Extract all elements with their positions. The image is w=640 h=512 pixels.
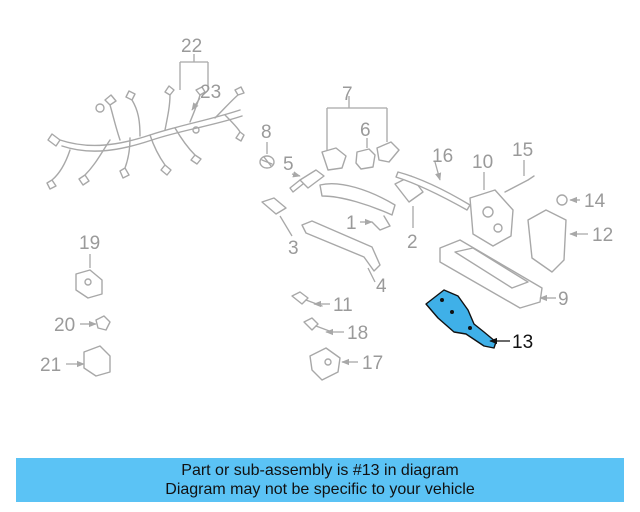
part-12-cover [527, 209, 588, 273]
part-3-gasket [261, 197, 293, 237]
leaders-22-23 [179, 54, 209, 111]
part-14-bolt [556, 194, 580, 206]
callout-15: 15 [512, 140, 533, 161]
parts-diagram: 22 23 8 7 6 5 16 10 15 14 12 1 2 3 4 9 1… [40, 36, 613, 381]
part-10-latch [469, 172, 514, 247]
callout-4: 4 [376, 276, 387, 297]
caption-banner: Part or sub-assembly is #13 in diagram D… [16, 458, 624, 502]
part-7-handle-set [321, 96, 400, 171]
part-16-rod [395, 161, 471, 211]
callout-8: 8 [261, 122, 272, 143]
part-15-rod [504, 160, 535, 193]
caption-line-2: Diagram may not be specific to your vehi… [165, 481, 475, 498]
callout-19: 19 [79, 233, 100, 254]
wiring-harness [46, 85, 245, 190]
callout-10: 10 [472, 152, 493, 173]
callout-17: 17 [362, 353, 383, 374]
callout-14: 14 [584, 191, 606, 212]
callout-16: 16 [432, 146, 453, 167]
callout-6: 6 [360, 120, 371, 141]
callout-3: 3 [288, 238, 299, 259]
callout-7: 7 [342, 84, 353, 105]
callout-12: 12 [592, 225, 613, 246]
callout-18: 18 [347, 323, 368, 344]
part-8-grommet [259, 142, 275, 169]
part-9-inside-handle [439, 239, 556, 309]
callout-1: 1 [346, 213, 357, 234]
part-11-screw [291, 291, 330, 308]
part-20-clip [80, 315, 111, 331]
caption-line-1: Part or sub-assembly is #13 in diagram [181, 462, 459, 479]
part-1-outside-handle [319, 183, 396, 231]
part-13-highlighted [425, 289, 510, 349]
callout-13: 13 [512, 332, 533, 353]
callout-9: 9 [558, 289, 569, 310]
part-19-bracket [75, 254, 103, 299]
callout-23: 23 [200, 82, 221, 103]
part-18-bolt [303, 317, 344, 336]
callout-20: 20 [54, 315, 75, 336]
part-6-cap [355, 138, 376, 170]
callout-22: 22 [181, 36, 202, 57]
callout-11: 11 [333, 295, 353, 316]
callout-21: 21 [40, 355, 61, 376]
part-17-striker [309, 347, 358, 381]
part-5-cylinder [289, 169, 325, 193]
part-4-rod [301, 220, 381, 283]
callout-5: 5 [283, 154, 294, 175]
callout-2: 2 [407, 232, 418, 253]
part-21-hinge [66, 345, 111, 377]
